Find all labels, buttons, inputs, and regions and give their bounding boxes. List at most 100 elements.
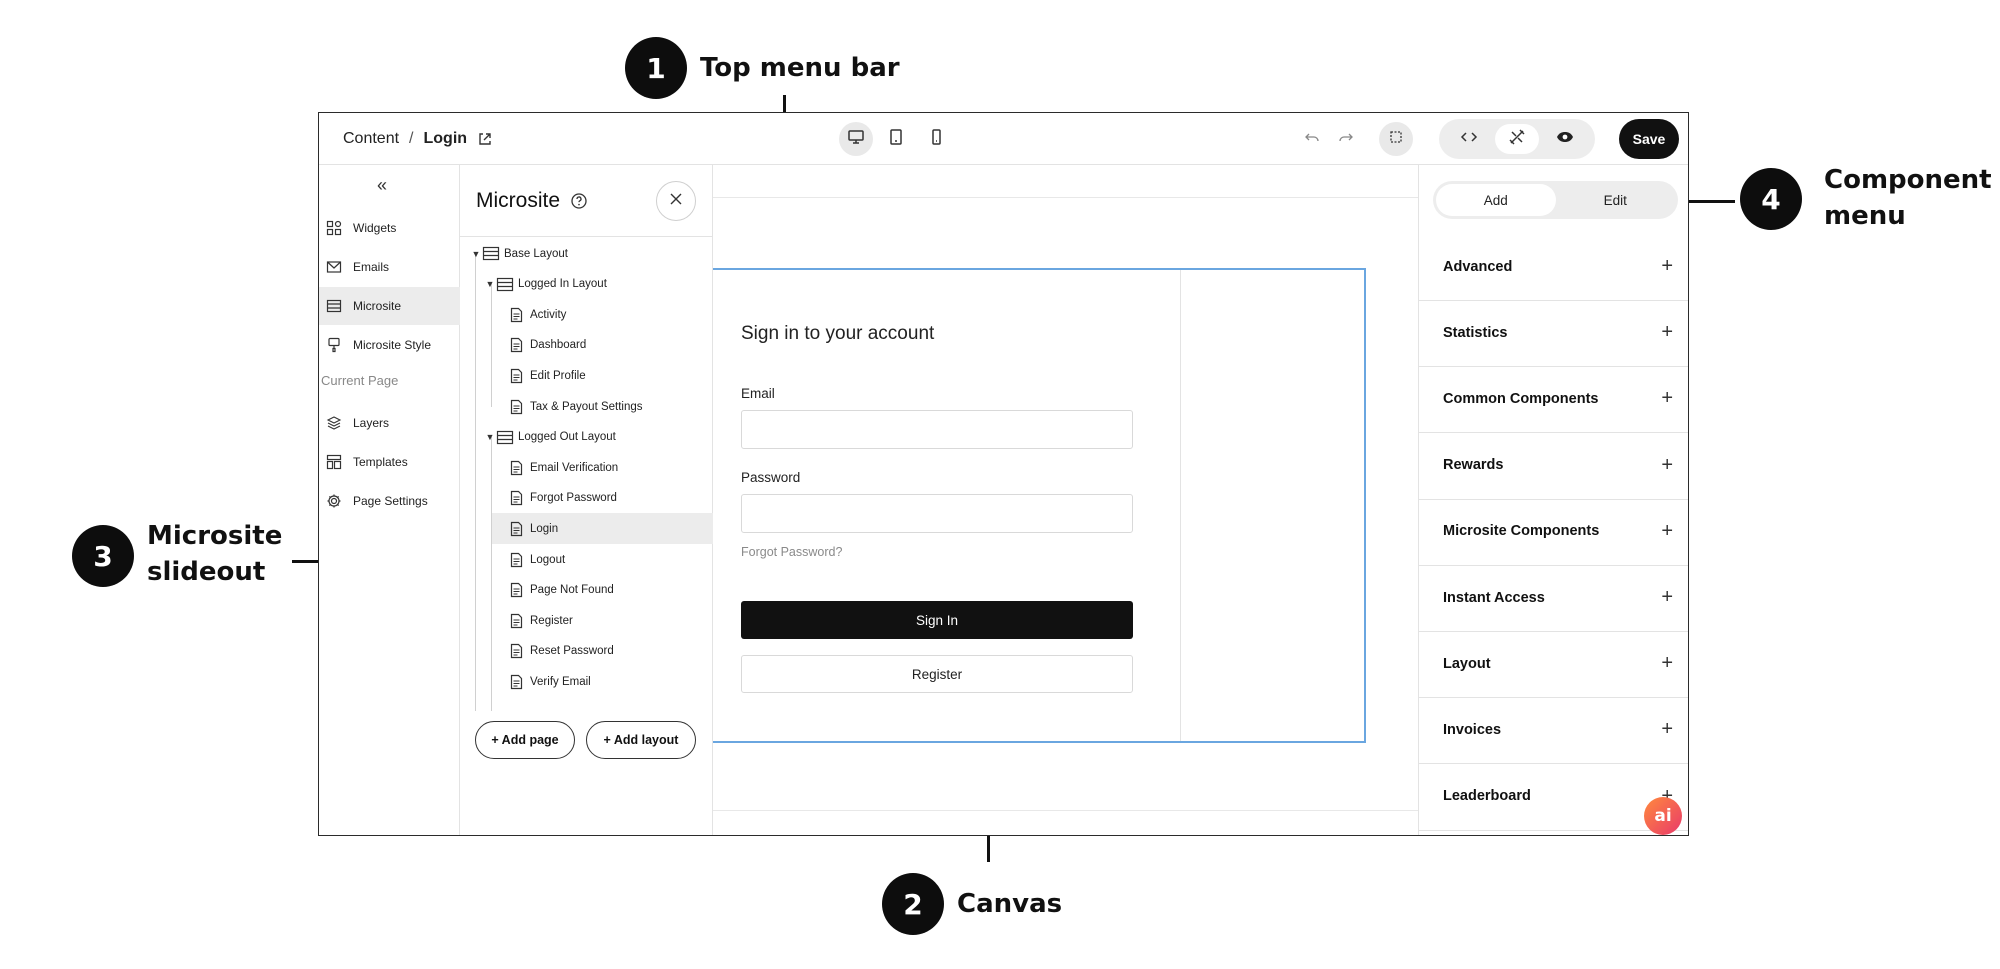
component-section-row[interactable]: Leaderboard +: [1419, 763, 1688, 831]
annotation-label-top-menu-bar: Top menu bar: [700, 53, 900, 83]
ai-assistant-button[interactable]: ai: [1644, 797, 1682, 835]
nav-item-layers[interactable]: Layers: [319, 404, 460, 442]
component-section-row[interactable]: Advanced+: [1419, 233, 1688, 301]
plus-icon[interactable]: +: [1661, 586, 1673, 608]
selected-section-frame[interactable]: Sign in to your account Email Password F…: [713, 268, 1366, 743]
component-section-label: Leaderboard: [1443, 788, 1531, 805]
column-divider: [1180, 270, 1181, 741]
close-slideout-button[interactable]: [656, 181, 696, 221]
tree-item-label: Logout: [530, 553, 566, 566]
add-layout-button[interactable]: + Add layout: [586, 721, 696, 759]
tree-layout-item[interactable]: ▼Logged Out Layout: [460, 422, 713, 453]
external-link-icon[interactable]: [477, 131, 493, 147]
tree-layout-item[interactable]: ▼Base Layout: [460, 238, 713, 269]
top-menu-bar: Content / Login: [319, 113, 1688, 165]
email-field[interactable]: [741, 410, 1133, 449]
component-section-row[interactable]: Statistics+: [1419, 299, 1688, 368]
tab-edit[interactable]: Edit: [1603, 192, 1627, 208]
expand-caret-icon[interactable]: ▼: [471, 248, 481, 259]
fullscreen-frame-button[interactable]: [1379, 122, 1413, 156]
tree-guide-level-1: [475, 253, 476, 711]
component-section-row[interactable]: Microsite Components +: [1419, 498, 1688, 566]
breadcrumb-separator: /: [409, 130, 414, 147]
page-icon: [510, 613, 524, 629]
component-section-row[interactable]: Invoices +: [1419, 696, 1688, 765]
gear-icon: [325, 492, 343, 510]
tree-item-label: Activity: [530, 308, 567, 321]
component-section-label: Layout: [1443, 655, 1491, 672]
slideout-title: Microsite: [476, 189, 561, 212]
component-section-row[interactable]: Layout +: [1419, 630, 1688, 699]
component-section-row[interactable]: Rewards+: [1419, 432, 1688, 500]
annotation-badge-2: 2: [882, 873, 944, 935]
tree-page-item[interactable]: Tax & Payout Settings: [460, 391, 713, 422]
microsite-icon: [325, 297, 343, 315]
nav-item-widgets[interactable]: Widgets: [319, 209, 460, 247]
tree-layout-item[interactable]: ▼Logged In Layout: [460, 269, 713, 300]
tree-page-item[interactable]: Login: [492, 513, 713, 545]
tree-page-item[interactable]: Verify Email: [460, 666, 713, 697]
mobile-view-button[interactable]: [919, 122, 953, 156]
nav-item-label: Widgets: [353, 221, 397, 235]
nav-item-microsite[interactable]: Microsite: [319, 287, 460, 325]
annotation-badge-4: 4: [1740, 168, 1802, 230]
plus-icon[interactable]: +: [1661, 652, 1673, 675]
nav-item-emails[interactable]: Emails: [319, 248, 460, 286]
help-icon[interactable]: [570, 192, 588, 210]
tree-page-item[interactable]: Dashboard: [460, 330, 713, 361]
tab-add[interactable]: Add: [1436, 184, 1556, 216]
register-button[interactable]: Register: [741, 655, 1133, 693]
canvas: Sign in to your account Email Password F…: [713, 165, 1418, 835]
sign-in-button[interactable]: Sign In: [741, 601, 1133, 639]
tree-page-item[interactable]: Reset Password: [460, 636, 713, 667]
nav-item-page-settings[interactable]: Page Settings: [319, 482, 460, 520]
tree-page-item[interactable]: Activity: [460, 299, 713, 330]
plus-icon[interactable]: +: [1661, 784, 1673, 807]
layout-icon: [496, 277, 514, 292]
add-page-button[interactable]: + Add page: [475, 721, 575, 759]
desktop-view-button[interactable]: [839, 122, 873, 156]
component-section-label: Invoices: [1443, 721, 1502, 738]
plus-icon[interactable]: +: [1661, 453, 1673, 476]
nav-item-label: Page Settings: [353, 494, 428, 508]
component-section-label: Instant Access: [1443, 589, 1545, 606]
tree-page-item[interactable]: Forgot Password: [460, 483, 713, 514]
tree-item-label: Email Verification: [530, 461, 619, 474]
tree-page-item[interactable]: Logout: [460, 544, 713, 575]
tree-page-item[interactable]: Page Not Found: [460, 575, 713, 606]
breadcrumb-root[interactable]: Content: [343, 130, 400, 147]
forgot-password-link[interactable]: Forgot Password?: [741, 545, 843, 559]
tree-page-item[interactable]: Register: [460, 605, 713, 636]
tree-item-label: Dashboard: [530, 339, 587, 352]
component-section-row[interactable]: Common Components+: [1419, 365, 1688, 434]
redo-button[interactable]: [1331, 122, 1361, 156]
tree-item-label: Register: [530, 614, 573, 627]
plus-icon[interactable]: +: [1661, 519, 1673, 542]
component-section-row[interactable]: Instant Access +: [1419, 564, 1688, 632]
component-section-label: Microsite Components: [1443, 523, 1600, 540]
nav-item-label: Microsite: [353, 299, 402, 313]
design-mode-button[interactable]: [1495, 124, 1539, 154]
save-button[interactable]: Save: [1619, 119, 1679, 159]
brush-icon: [325, 336, 343, 354]
code-view-button[interactable]: [1447, 124, 1491, 154]
tree-page-item[interactable]: Edit Profile: [460, 360, 713, 391]
nav-item-templates[interactable]: Templates: [319, 443, 460, 481]
plus-icon[interactable]: +: [1661, 387, 1673, 410]
collapse-sidebar-button[interactable]: «: [377, 175, 388, 195]
tree-page-item[interactable]: Email Verification: [460, 452, 713, 483]
plus-icon[interactable]: +: [1661, 255, 1673, 277]
preview-button[interactable]: [1543, 124, 1587, 154]
plus-icon[interactable]: +: [1661, 321, 1673, 344]
tablet-view-button[interactable]: [879, 122, 913, 156]
undo-redo-group: [1297, 122, 1361, 156]
undo-button[interactable]: [1297, 122, 1327, 156]
password-field[interactable]: [741, 494, 1133, 533]
eye-icon: [1556, 130, 1574, 149]
nav-item-label: Microsite Style: [353, 338, 432, 352]
nav-item-microsite-style[interactable]: Microsite Style: [319, 326, 460, 364]
nav-item-label: Templates: [353, 455, 408, 469]
plus-icon[interactable]: +: [1661, 718, 1673, 741]
expand-caret-icon[interactable]: ▼: [485, 432, 495, 443]
expand-caret-icon[interactable]: ▼: [485, 279, 495, 290]
